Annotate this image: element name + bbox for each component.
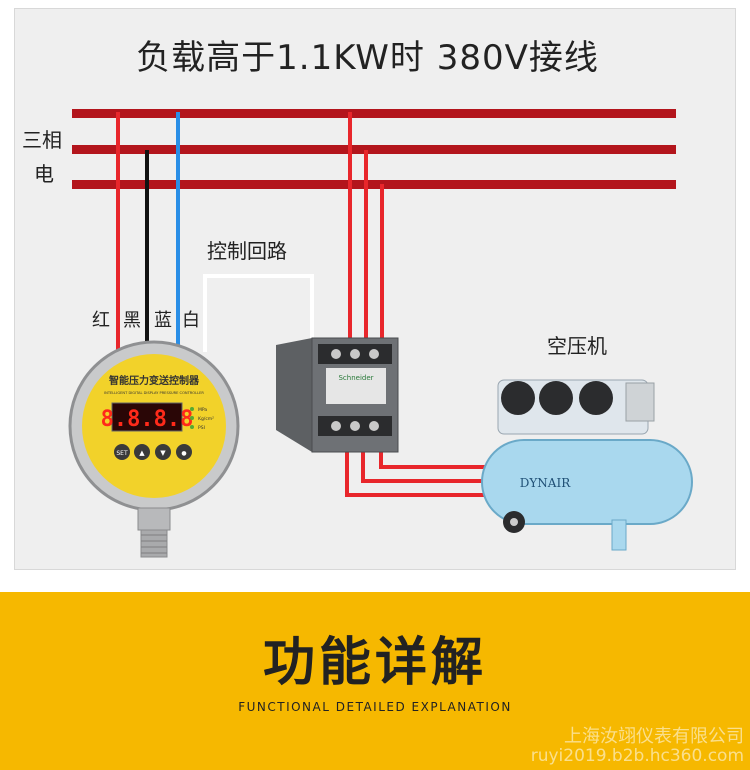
three-phase-bus — [72, 109, 676, 189]
control-loop-label: 控制回路 — [207, 239, 287, 263]
compressor-tank — [481, 439, 693, 525]
controller-display-value: 8.8.8.8 — [101, 407, 194, 432]
banner-heading: 功能详解 — [262, 633, 487, 693]
banner-subheading: FUNCTIONAL DETAILED EXPLANATION — [238, 700, 512, 714]
contactor-side — [276, 338, 312, 452]
controller-name: 智能压力变送控制器 — [109, 374, 200, 387]
diagram-title: 负载高于1.1KW时 380V接线 — [136, 38, 599, 78]
power-button-label: ● — [181, 450, 186, 457]
watermark-url: ruyi2019.b2b.hc360.com — [530, 746, 744, 766]
wiring-diagram: 智能压力变送控制器 INTELLIGENT DIGITAL DISPLAY PR… — [68, 109, 693, 558]
unit-mpa: MPa — [198, 407, 207, 413]
unit-kgcm2: Kg/cm² — [198, 416, 214, 422]
set-button-label: SET — [116, 450, 128, 457]
unit-psi: PSI — [198, 425, 205, 431]
air-compressor: DYNAIR — [481, 379, 693, 551]
contactor-brand: Schneider — [338, 374, 373, 382]
compressor-label: 空压机 — [547, 334, 607, 358]
compressor-regulator — [625, 382, 655, 422]
down-button-label: ▼ — [160, 449, 166, 457]
three-phase-label-2: 电 — [34, 162, 54, 186]
unit-led-2 — [190, 416, 194, 420]
controller-display — [111, 402, 183, 432]
output-wire-1 — [345, 432, 505, 497]
compressor-foot — [611, 519, 627, 551]
wire-label-black: 黑 — [123, 310, 141, 331]
unit-led-1 — [190, 407, 194, 411]
up-button-label: ▲ — [139, 449, 145, 457]
set-button — [114, 444, 130, 460]
controller-name-en: INTELLIGENT DIGITAL DISPLAY PRESSURE CON… — [104, 391, 204, 395]
unit-led-3 — [190, 425, 194, 429]
function-banner — [0, 592, 750, 770]
bus-bar-l2 — [72, 145, 676, 154]
watermark-company: 上海汝翊仪表有限公司 — [564, 726, 744, 747]
controller-hex-nut — [137, 507, 171, 531]
three-phase-label-1: 三相 — [22, 128, 62, 152]
compressor-head-1 — [501, 381, 535, 415]
bus-bar-l3 — [72, 180, 676, 189]
wire-label-red: 红 — [92, 310, 110, 331]
wire-label-blue: 蓝 — [154, 310, 172, 331]
up-button — [134, 444, 150, 460]
compressor-head-3 — [579, 381, 613, 415]
contactor-supply-wires — [348, 112, 384, 350]
contactor: Schneider — [276, 337, 399, 453]
wire-label-white: 白 — [182, 310, 200, 331]
bus-bar-l1 — [72, 109, 676, 118]
contactor-label-plate — [326, 368, 386, 404]
compressor-brand: DYNAIR — [520, 476, 571, 490]
power-button — [176, 444, 192, 460]
compressor-head-2 — [539, 381, 573, 415]
down-button — [155, 444, 171, 460]
white-control-wire — [203, 274, 314, 352]
pressure-controller: 智能压力变送控制器 INTELLIGENT DIGITAL DISPLAY PR… — [68, 340, 240, 558]
controller-wires — [116, 112, 314, 352]
